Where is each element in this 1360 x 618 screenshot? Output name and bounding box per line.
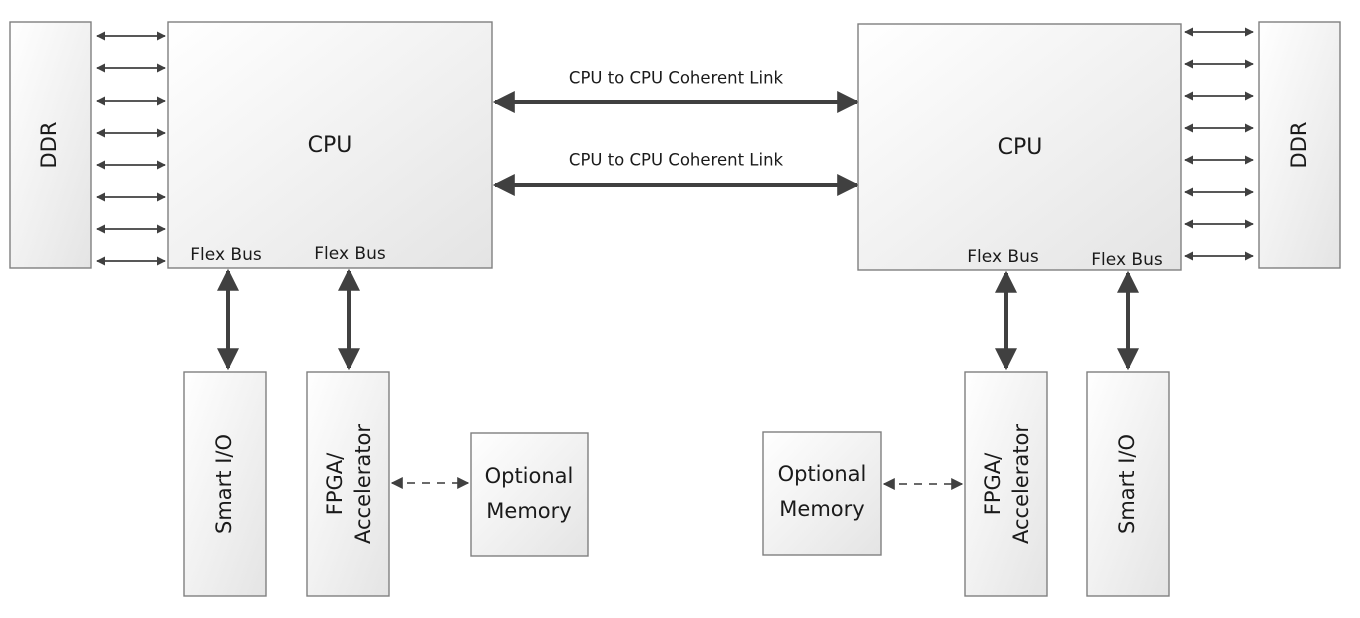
left-memory-label-line1: Optional — [485, 464, 574, 488]
right-optional-memory-box: Optional Memory — [762, 431, 882, 556]
right-flex-bus-label-1: Flex Bus — [967, 247, 1039, 267]
right-fpga-label-line2: Accelerator — [1009, 424, 1033, 544]
right-memory-label-line1: Optional — [778, 462, 867, 486]
left-ddr-label: DDR — [37, 122, 61, 169]
left-fpga-label-line1: FPGA/ — [323, 452, 347, 515]
left-ddr-box: DDR — [9, 21, 92, 269]
left-flex-bus-label-2: Flex Bus — [314, 244, 386, 264]
left-cpu-box: CPU Flex Bus Flex Bus — [167, 21, 493, 269]
right-smart-io-box: Smart I/O — [1086, 371, 1170, 597]
left-smart-io-label: Smart I/O — [212, 434, 236, 534]
left-smart-io-box: Smart I/O — [183, 371, 267, 597]
right-ddr-cpu-channels — [1184, 27, 1254, 261]
left-ddr-cpu-channels — [96, 31, 166, 266]
right-flex-bus-label-2: Flex Bus — [1091, 250, 1163, 270]
right-fpga-accelerator-box: FPGA/ Accelerator — [964, 371, 1048, 597]
right-ddr-label: DDR — [1287, 122, 1311, 169]
coherent-link-label-2: CPU to CPU Coherent Link — [569, 151, 784, 170]
right-smart-io-label: Smart I/O — [1115, 434, 1139, 534]
right-cpu-box: CPU Flex Bus Flex Bus — [857, 23, 1182, 271]
left-fpga-label-line2: Accelerator — [351, 424, 375, 544]
right-cpu-label: CPU — [998, 135, 1043, 160]
left-memory-label-line2: Memory — [486, 499, 571, 523]
left-cpu-label: CPU — [308, 133, 353, 158]
left-optional-memory-box: Optional Memory — [470, 432, 589, 557]
coherent-link-label-1: CPU to CPU Coherent Link — [569, 69, 784, 88]
right-memory-label-line2: Memory — [779, 497, 864, 521]
right-ddr-box: DDR — [1258, 21, 1341, 269]
left-fpga-accelerator-box: FPGA/ Accelerator — [306, 371, 390, 597]
left-flex-bus-label-1: Flex Bus — [190, 245, 262, 265]
right-fpga-label-line1: FPGA/ — [981, 452, 1005, 515]
